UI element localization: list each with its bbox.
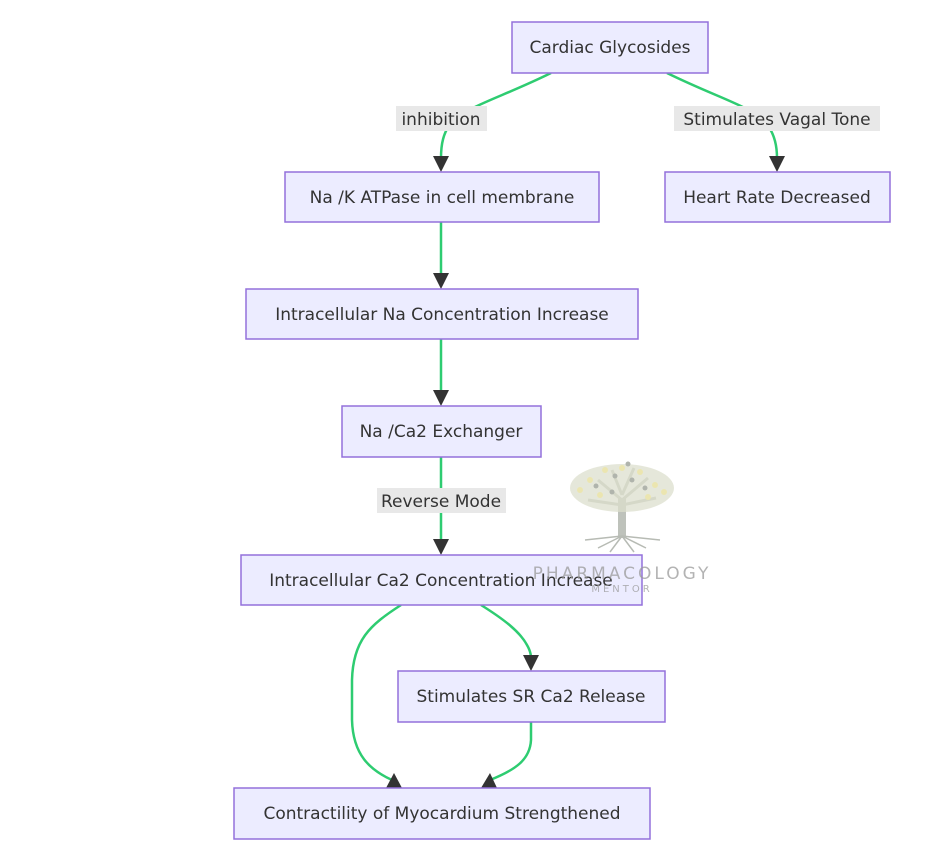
node-label: Na /K ATPase in cell membrane [310,188,575,208]
watermark-line1: PHARMACOLOGY [533,564,712,584]
node-heart-rate-decreased[interactable]: Heart Rate Decreased [664,171,891,223]
node-label: Cardiac Glycosides [529,38,690,58]
arrowhead-naK [433,156,449,172]
tree-icon [570,461,674,553]
edge-label-text: inhibition [401,110,480,130]
node-intracellular-ca2[interactable]: Intracellular Ca2 Concentration Increase [240,554,643,606]
node-label: Contractility of Myocardium Strengthened [263,804,620,824]
arrowhead-hr [769,156,785,172]
node-cardiac-glycosides[interactable]: Cardiac Glycosides [511,21,709,74]
watermark-text: PHARMACOLOGY MENTOR [533,564,712,595]
edge-caInc-to-sr [480,603,533,661]
arrowhead-naInc [433,273,449,289]
node-na-k-atpase[interactable]: Na /K ATPase in cell membrane [284,171,600,223]
arrowhead-caInc [433,539,449,555]
arrowheads [386,156,785,788]
arrowhead-sr [523,655,539,671]
edge-label-text: Stimulates Vagal Tone [683,110,870,130]
edge-caInc-to-contract [350,603,402,782]
node-label: Na /Ca2 Exchanger [360,422,523,442]
arrowhead-ncx [433,390,449,406]
node-contractility[interactable]: Contractility of Myocardium Strengthened [233,787,651,840]
edge-label-reverse: Reverse Mode [377,488,506,513]
node-label: Stimulates SR Ca2 Release [417,687,646,707]
node-sr-ca2-release[interactable]: Stimulates SR Ca2 Release [397,670,666,723]
watermark [570,461,674,553]
arrowhead-contract-right [481,773,497,788]
node-label: Intracellular Ca2 Concentration Increase [269,571,613,591]
node-label: Heart Rate Decreased [683,188,871,208]
edge-label-vagal: Stimulates Vagal Tone [674,106,880,131]
node-na-ca-exchanger[interactable]: Na /Ca2 Exchanger [341,405,542,458]
arrowhead-contract-left [386,773,402,788]
edge-label-text: Reverse Mode [381,492,501,512]
node-label: Intracellular Na Concentration Increase [275,305,609,325]
edge-sr-to-contract [489,722,533,782]
edge-label-inhibition: inhibition [396,106,487,131]
watermark-line2: MENTOR [591,584,652,595]
node-intracellular-na[interactable]: Intracellular Na Concentration Increase [245,288,639,340]
